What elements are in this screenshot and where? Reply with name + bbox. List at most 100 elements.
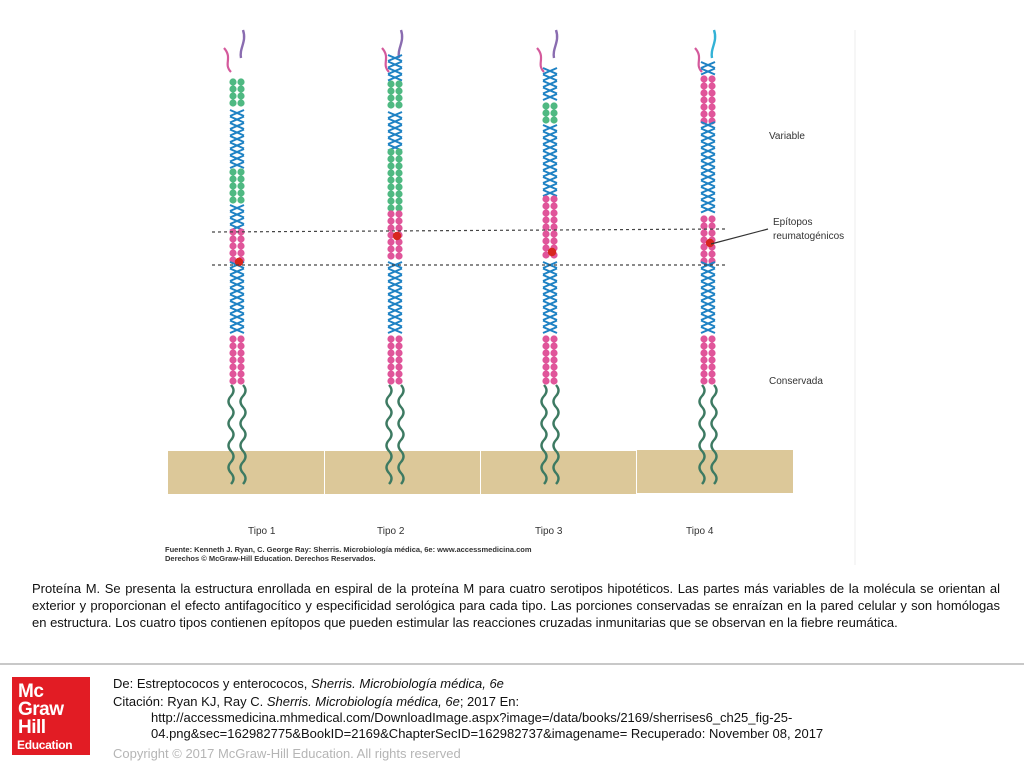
logo-text-education: Education [17,738,73,752]
strand-tipo-3-helix-cross [542,274,558,282]
strand-tipo-2-bead [387,197,395,205]
cell-wall-block-4 [637,450,793,493]
strand-tipo-1-helix-cross [229,300,245,308]
strand-tipo-3-bead [550,109,558,117]
strand-tipo-2-bead [387,169,395,177]
strand-tipo-2-bead [387,245,395,253]
strand-tipo-1-bead [229,168,237,176]
strand-tipo-3-bead [542,335,550,343]
strand-tipo-2-helix-cross [387,306,403,315]
strand-tipo-2-bead [395,252,403,260]
strand-tipo-1-bead [237,349,245,357]
strand-tipo-2-tail-left [381,47,390,73]
strand-tipo-3-bead [542,363,550,371]
strand-tipo-2-helix-cross [387,319,403,328]
strand-tipo-4-bead [700,222,708,230]
strand-tipo-3-helix-cross [542,169,558,178]
strand-tipo-2-bead [387,356,395,364]
strand-tipo-3-bead [542,209,550,217]
strand-tipo-3-bead [550,223,558,231]
strand-tipo-4-bead [708,370,716,378]
strand-tipo-2-helix-cross [387,73,403,82]
strand-tipo-4-helix-cross [700,199,716,207]
strand-tipo-2-bead [395,80,403,88]
strand-tipo-1-bead [237,377,245,385]
strand-tipo-1-bead [237,182,245,190]
strand-tipo-4-helix-cross [700,313,716,321]
strand-tipo-4-helix-cross [700,300,716,308]
strand-tipo-4-helix-cross [700,306,716,315]
strand-tipo-2-bead [395,204,403,212]
type-label-4: Tipo 4 [686,526,714,537]
logo-text-hill: Hill [18,717,46,738]
strand-tipo-3-helix-cross [542,130,558,139]
strand-tipo-2-bead [395,101,403,109]
strand-tipo-2-bead [395,210,403,218]
strand-tipo-4-bead [700,103,708,111]
strand-tipo-3-bead [542,377,550,385]
epitope-pointer [710,228,769,245]
strand-tipo-2-bead [395,224,403,232]
strand-tipo-3-bead [550,216,558,224]
strand-tipo-2-bead [387,252,395,260]
citation-book: Sherris. Microbiología médica, 6e [266,694,460,709]
strand-tipo-3-bead [542,102,550,110]
strand-tipo-1-bead [229,363,237,371]
strand-tipo-4-bead [700,110,708,118]
strand-tipo-3-helix-cross [542,267,558,276]
strand-tipo-1-bead [229,85,237,93]
strand-tipo-2-bead [387,342,395,350]
strand-tipo-2-bead [387,183,395,191]
strand-tipo-2-bead [395,148,403,156]
strand-tipo-1-bead [229,349,237,357]
strand-tipo-1-helix-cross [229,148,245,156]
strand-tipo-2-bead [395,356,403,364]
strand-tipo-4-bead [700,96,708,104]
strand-tipo-3-bead [550,370,558,378]
strand-tipo-4-bead [708,342,716,350]
strand-tipo-3-bead [550,202,558,210]
strand-tipo-3-helix-cross [542,300,558,308]
strand-tipo-4-bead [700,370,708,378]
strand-tipo-2-helix-cross [387,117,403,126]
strand-tipo-4-helix-cross [700,153,716,162]
strand-tipo-3-bead [542,116,550,124]
strand-tipo-4-helix-cross [700,274,716,282]
strand-tipo-1-bead [237,85,245,93]
strand-tipo-1-bead [229,342,237,350]
strand-tipo-1-anchor-right [239,384,247,485]
strand-tipo-2-bead [395,217,403,225]
strand-tipo-3-bead [550,237,558,245]
label-variable: Variable [769,131,805,142]
strand-tipo-2-bead [387,190,395,198]
strand-tipo-4-bead [708,250,716,258]
strand-tipo-4-helix-cross [700,140,716,149]
strand-tipo-1-bead [237,235,245,243]
strand-tipo-4-bead [700,236,708,244]
strand-tipo-1-helix-cross [229,306,245,315]
strand-tipo-3-bead [542,195,550,203]
strand-tipo-2-bead [387,217,395,225]
strand-tipo-1-bead [229,370,237,378]
strand-tipo-2-bead [387,80,395,88]
strand-tipo-3-helix-cross [542,287,558,295]
strand-tipo-1-helix-cross [229,154,245,163]
strand-tipo-2-bead [387,238,395,246]
logo-text-graw: Graw [18,699,64,720]
strand-tipo-4-helix-cross [700,287,716,295]
strand-tipo-4-helix-cross [700,134,716,142]
strand-tipo-4-bead [708,75,716,83]
citation-prefix: Citación: Ryan KJ, Ray C. [113,694,267,709]
strand-tipo-1-helix-cross [229,217,245,225]
strand-tipo-2-bead [395,169,403,177]
strand-tipo-3-anchor-right [552,384,560,485]
strand-tipo-1-helix-cross [229,287,245,295]
strand-tipo-4-bead [700,363,708,371]
strand-tipo-4-helix-cross [700,127,716,136]
strand-tipo-3-bead [550,335,558,343]
strand-tipo-3-helix-cross [542,80,558,88]
strand-tipo-2-helix-cross [387,137,403,145]
strand-tipo-4-helix-cross [700,173,716,181]
strand-tipo-4-helix-cross [700,192,716,201]
strand-tipo-4-bead [700,356,708,364]
